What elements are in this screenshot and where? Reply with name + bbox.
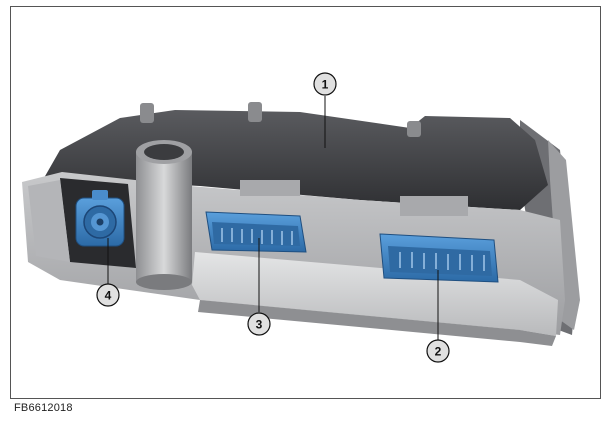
callout-2: 2 bbox=[426, 339, 450, 363]
leader-lines bbox=[107, 96, 439, 340]
connector-4-coax bbox=[75, 190, 125, 247]
connector-3 bbox=[205, 180, 307, 253]
mounting-stud bbox=[140, 103, 154, 123]
callout-2-number: 2 bbox=[435, 345, 442, 359]
callout-3: 3 bbox=[247, 312, 271, 336]
callout-4-number: 4 bbox=[105, 289, 112, 303]
housing-lower-skirt bbox=[192, 252, 558, 336]
callout-1-number: 1 bbox=[322, 78, 329, 92]
figure-frame bbox=[10, 6, 601, 399]
mounting-post bbox=[136, 140, 192, 290]
callout-1: 1 bbox=[313, 72, 337, 96]
callout-4: 4 bbox=[96, 283, 120, 307]
callout-3-number: 3 bbox=[256, 318, 263, 332]
mounting-stud bbox=[407, 121, 421, 137]
connector-2 bbox=[379, 196, 499, 283]
housing-top-cover bbox=[40, 110, 548, 210]
figure-reference-code: FB6612018 bbox=[14, 402, 73, 414]
mounting-stud bbox=[248, 102, 262, 122]
